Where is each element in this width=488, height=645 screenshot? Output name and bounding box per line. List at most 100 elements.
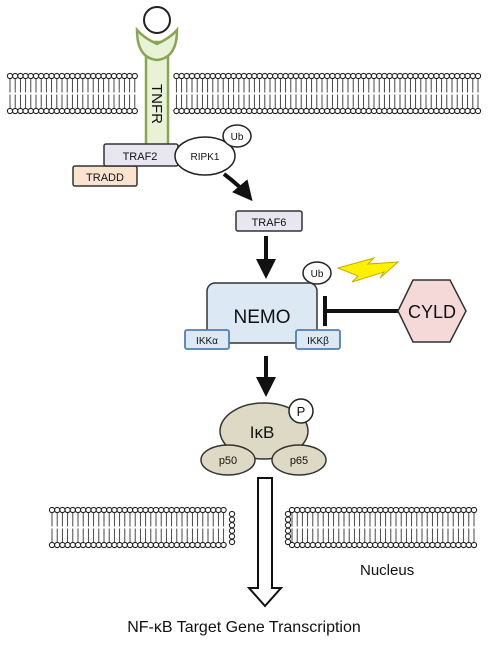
lipid-head xyxy=(308,72,315,80)
ikb-body xyxy=(219,402,309,460)
lipid-head xyxy=(6,107,14,115)
lipid-head xyxy=(173,107,180,115)
lipid-head xyxy=(418,541,426,549)
lipid-head xyxy=(95,107,102,115)
nuclear-membrane xyxy=(48,506,478,549)
lipid-head xyxy=(22,72,29,80)
lipid-head xyxy=(444,541,452,549)
lipid-head xyxy=(428,107,435,115)
ikb-label: IκB xyxy=(250,423,275,442)
lipid-head xyxy=(344,107,352,115)
nucleus-label: Nucleus xyxy=(360,562,414,579)
lipid-head xyxy=(351,541,358,549)
lipid-head xyxy=(121,541,128,549)
lipid-head xyxy=(184,506,191,514)
lipid-head xyxy=(235,72,242,80)
lipid-head xyxy=(439,506,446,514)
lipid-head xyxy=(465,506,472,514)
lipid-head xyxy=(204,506,212,514)
traf6-label: TRAF6 xyxy=(252,217,287,229)
p65-node xyxy=(271,444,327,476)
lipid-head xyxy=(398,506,405,514)
lipid-head xyxy=(266,107,274,115)
lipid-head xyxy=(370,72,378,80)
lipid-head xyxy=(85,506,92,514)
lipid-head xyxy=(27,72,34,80)
lipid-head xyxy=(48,72,55,80)
lipid-head xyxy=(277,72,284,80)
lipid-head xyxy=(282,72,289,80)
lipid-head xyxy=(314,541,322,549)
lipid-head xyxy=(116,541,123,549)
lipid-head xyxy=(324,72,331,80)
nemo-ub-label: Ub xyxy=(311,269,324,280)
lipid-head xyxy=(137,541,144,549)
lipid-head xyxy=(282,107,289,115)
lipid-head xyxy=(433,72,440,80)
lipid-head xyxy=(340,506,348,514)
lipid-head xyxy=(189,506,196,514)
lipid-head xyxy=(240,72,248,80)
lipid-head xyxy=(261,72,268,80)
lipid-head xyxy=(69,541,76,549)
lipid-head xyxy=(304,541,311,549)
lipid-head xyxy=(428,72,435,80)
lipid-head xyxy=(121,72,128,80)
lipid-head xyxy=(448,72,456,80)
lipid-head xyxy=(417,72,424,80)
lipid-head xyxy=(299,541,306,549)
lipid-head xyxy=(372,506,379,514)
lipid-head xyxy=(178,541,186,549)
nemo-complex: NEMO IKKα IKKβ xyxy=(184,282,341,350)
lipid-head xyxy=(121,506,128,514)
lipid-head xyxy=(220,541,227,549)
lipid-head xyxy=(32,72,40,80)
lipid-head xyxy=(351,506,358,514)
lipid-head xyxy=(450,541,457,549)
lipid-head xyxy=(12,107,19,115)
lipid-head xyxy=(314,506,322,514)
tnfr-label: TNFR xyxy=(148,84,165,124)
lipid-head xyxy=(309,506,316,514)
lipid-head xyxy=(408,506,415,514)
lipid-head xyxy=(372,541,379,549)
lipid-head xyxy=(365,107,372,115)
lipid-head xyxy=(59,506,66,514)
lipid-head xyxy=(329,72,336,80)
lipid-head xyxy=(188,107,196,115)
lipid-head xyxy=(90,72,97,80)
inhibition-cyld-nemo xyxy=(323,296,398,326)
lipid-head xyxy=(27,107,34,115)
lipid-head xyxy=(266,72,274,80)
lipid-head xyxy=(339,107,346,115)
lipid-head xyxy=(147,506,154,514)
lipid-head xyxy=(350,107,357,115)
lipid-head xyxy=(230,72,237,80)
lipid-head xyxy=(214,107,222,115)
nuclear-translocation-arrow xyxy=(246,477,284,608)
lipid-head xyxy=(424,541,431,549)
lipid-head xyxy=(228,527,236,534)
lipid-head xyxy=(272,72,279,80)
lipid-head xyxy=(346,541,353,549)
lipid-head xyxy=(398,541,405,549)
lipid-head xyxy=(292,107,300,115)
lipid-head xyxy=(377,506,384,514)
lipid-head xyxy=(251,72,258,80)
lipid-head xyxy=(391,107,398,115)
lipid-head xyxy=(210,506,217,514)
lipid-head xyxy=(422,107,430,115)
lipid-head xyxy=(80,541,87,549)
lipid-head xyxy=(152,541,160,549)
lipid-head xyxy=(100,107,107,115)
traf2-label: TRAF2 xyxy=(123,151,158,163)
lipid-head xyxy=(308,107,315,115)
lipid-head xyxy=(38,107,45,115)
lipid-head xyxy=(434,506,441,514)
lipid-head xyxy=(17,72,24,80)
lipid-head xyxy=(214,72,222,80)
lipid-head xyxy=(417,107,424,115)
lipid-head xyxy=(84,72,92,80)
lipid-head xyxy=(246,107,253,115)
lipid-head xyxy=(361,541,368,549)
